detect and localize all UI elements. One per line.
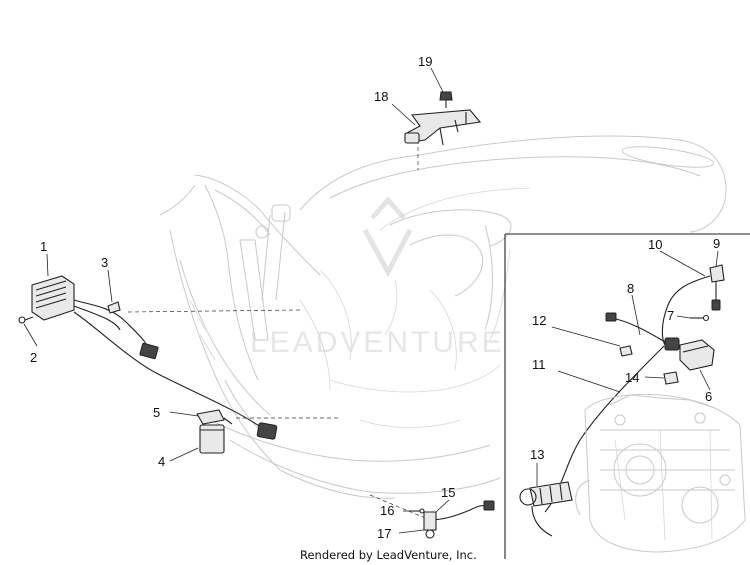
- ignition-coil-part-6: [664, 337, 715, 371]
- callout-16: 16: [380, 503, 394, 518]
- screw-part-7: [690, 314, 710, 322]
- callout-19: 19: [418, 54, 432, 69]
- callout-18: 18: [374, 89, 388, 104]
- regulator-part: [31, 275, 263, 429]
- connector-main: [256, 422, 278, 440]
- callout-2: 2: [30, 350, 37, 365]
- callout-7: 7: [667, 308, 674, 323]
- leader-lines: [23, 67, 719, 534]
- bolt-part-19: [439, 91, 453, 108]
- callout-3: 3: [101, 255, 108, 270]
- callout-8: 8: [627, 281, 634, 296]
- watermark: LEADVENTURE: [250, 196, 505, 359]
- inset-box: [504, 233, 750, 559]
- callout-17: 17: [377, 526, 391, 541]
- cable-part-10: [661, 275, 711, 346]
- callouts: 1 2 3 4 5 6 7 8 9 10 11 12 13 14 15 16 1…: [30, 54, 720, 541]
- callout-5: 5: [153, 405, 160, 420]
- relay-part: [196, 409, 233, 454]
- screw-part-16: [410, 508, 425, 514]
- clip-part-3: [107, 301, 121, 314]
- spark-cap-part-9: [709, 264, 725, 311]
- engine-block: [575, 393, 746, 553]
- sensor-part-15: [423, 500, 495, 539]
- callout-14: 14: [625, 370, 639, 385]
- callout-4: 4: [158, 454, 165, 469]
- watermark-text: LEADVENTURE: [250, 326, 505, 359]
- bracket-part-18: [404, 109, 482, 146]
- callout-9: 9: [713, 236, 720, 251]
- grommet-part-12: [619, 345, 633, 357]
- sensor-part-13: [519, 481, 573, 537]
- cable-part-8: [605, 312, 666, 343]
- callout-10: 10: [648, 237, 662, 252]
- footer-credit: Rendered by LeadVenture, Inc.: [300, 548, 477, 562]
- guide-lines: [127, 133, 431, 521]
- callout-15: 15: [441, 485, 455, 500]
- callout-1: 1: [40, 239, 47, 254]
- scooter-frame-outline: [159, 135, 727, 499]
- clip-part-14: [663, 371, 679, 385]
- callout-12: 12: [532, 313, 546, 328]
- callout-11: 11: [532, 357, 546, 372]
- callout-13: 13: [530, 447, 544, 462]
- screw-part-2: [18, 316, 34, 324]
- callout-6: 6: [705, 389, 712, 404]
